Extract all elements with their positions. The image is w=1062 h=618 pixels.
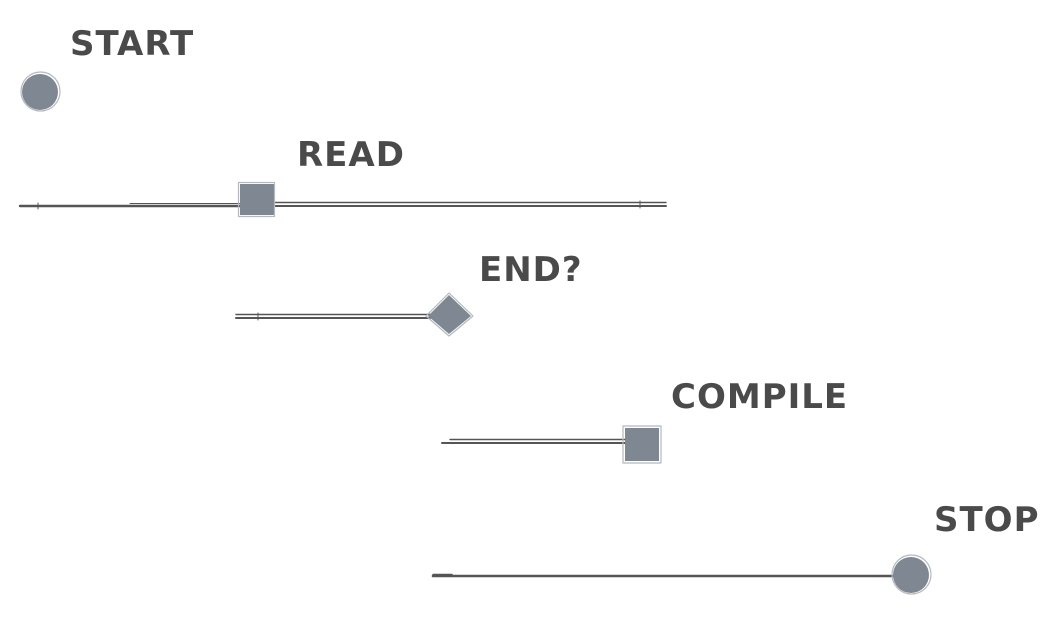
node-compile-shape xyxy=(622,425,662,464)
node-compile-label: COMPILE xyxy=(671,377,849,417)
node-stop-label: STOP xyxy=(934,500,1040,540)
stop-line xyxy=(431,573,896,578)
end-line xyxy=(235,312,431,321)
compile-line xyxy=(441,438,627,444)
node-read-shape xyxy=(237,181,276,218)
read-line-left xyxy=(18,202,242,210)
node-end-shape xyxy=(425,292,474,337)
node-read-label: READ xyxy=(297,135,405,175)
node-end-label: END? xyxy=(479,250,583,290)
node-start-label: START xyxy=(70,24,195,64)
node-stop-shape xyxy=(891,554,932,595)
read-line-right xyxy=(273,200,667,209)
node-start-shape xyxy=(20,71,61,112)
